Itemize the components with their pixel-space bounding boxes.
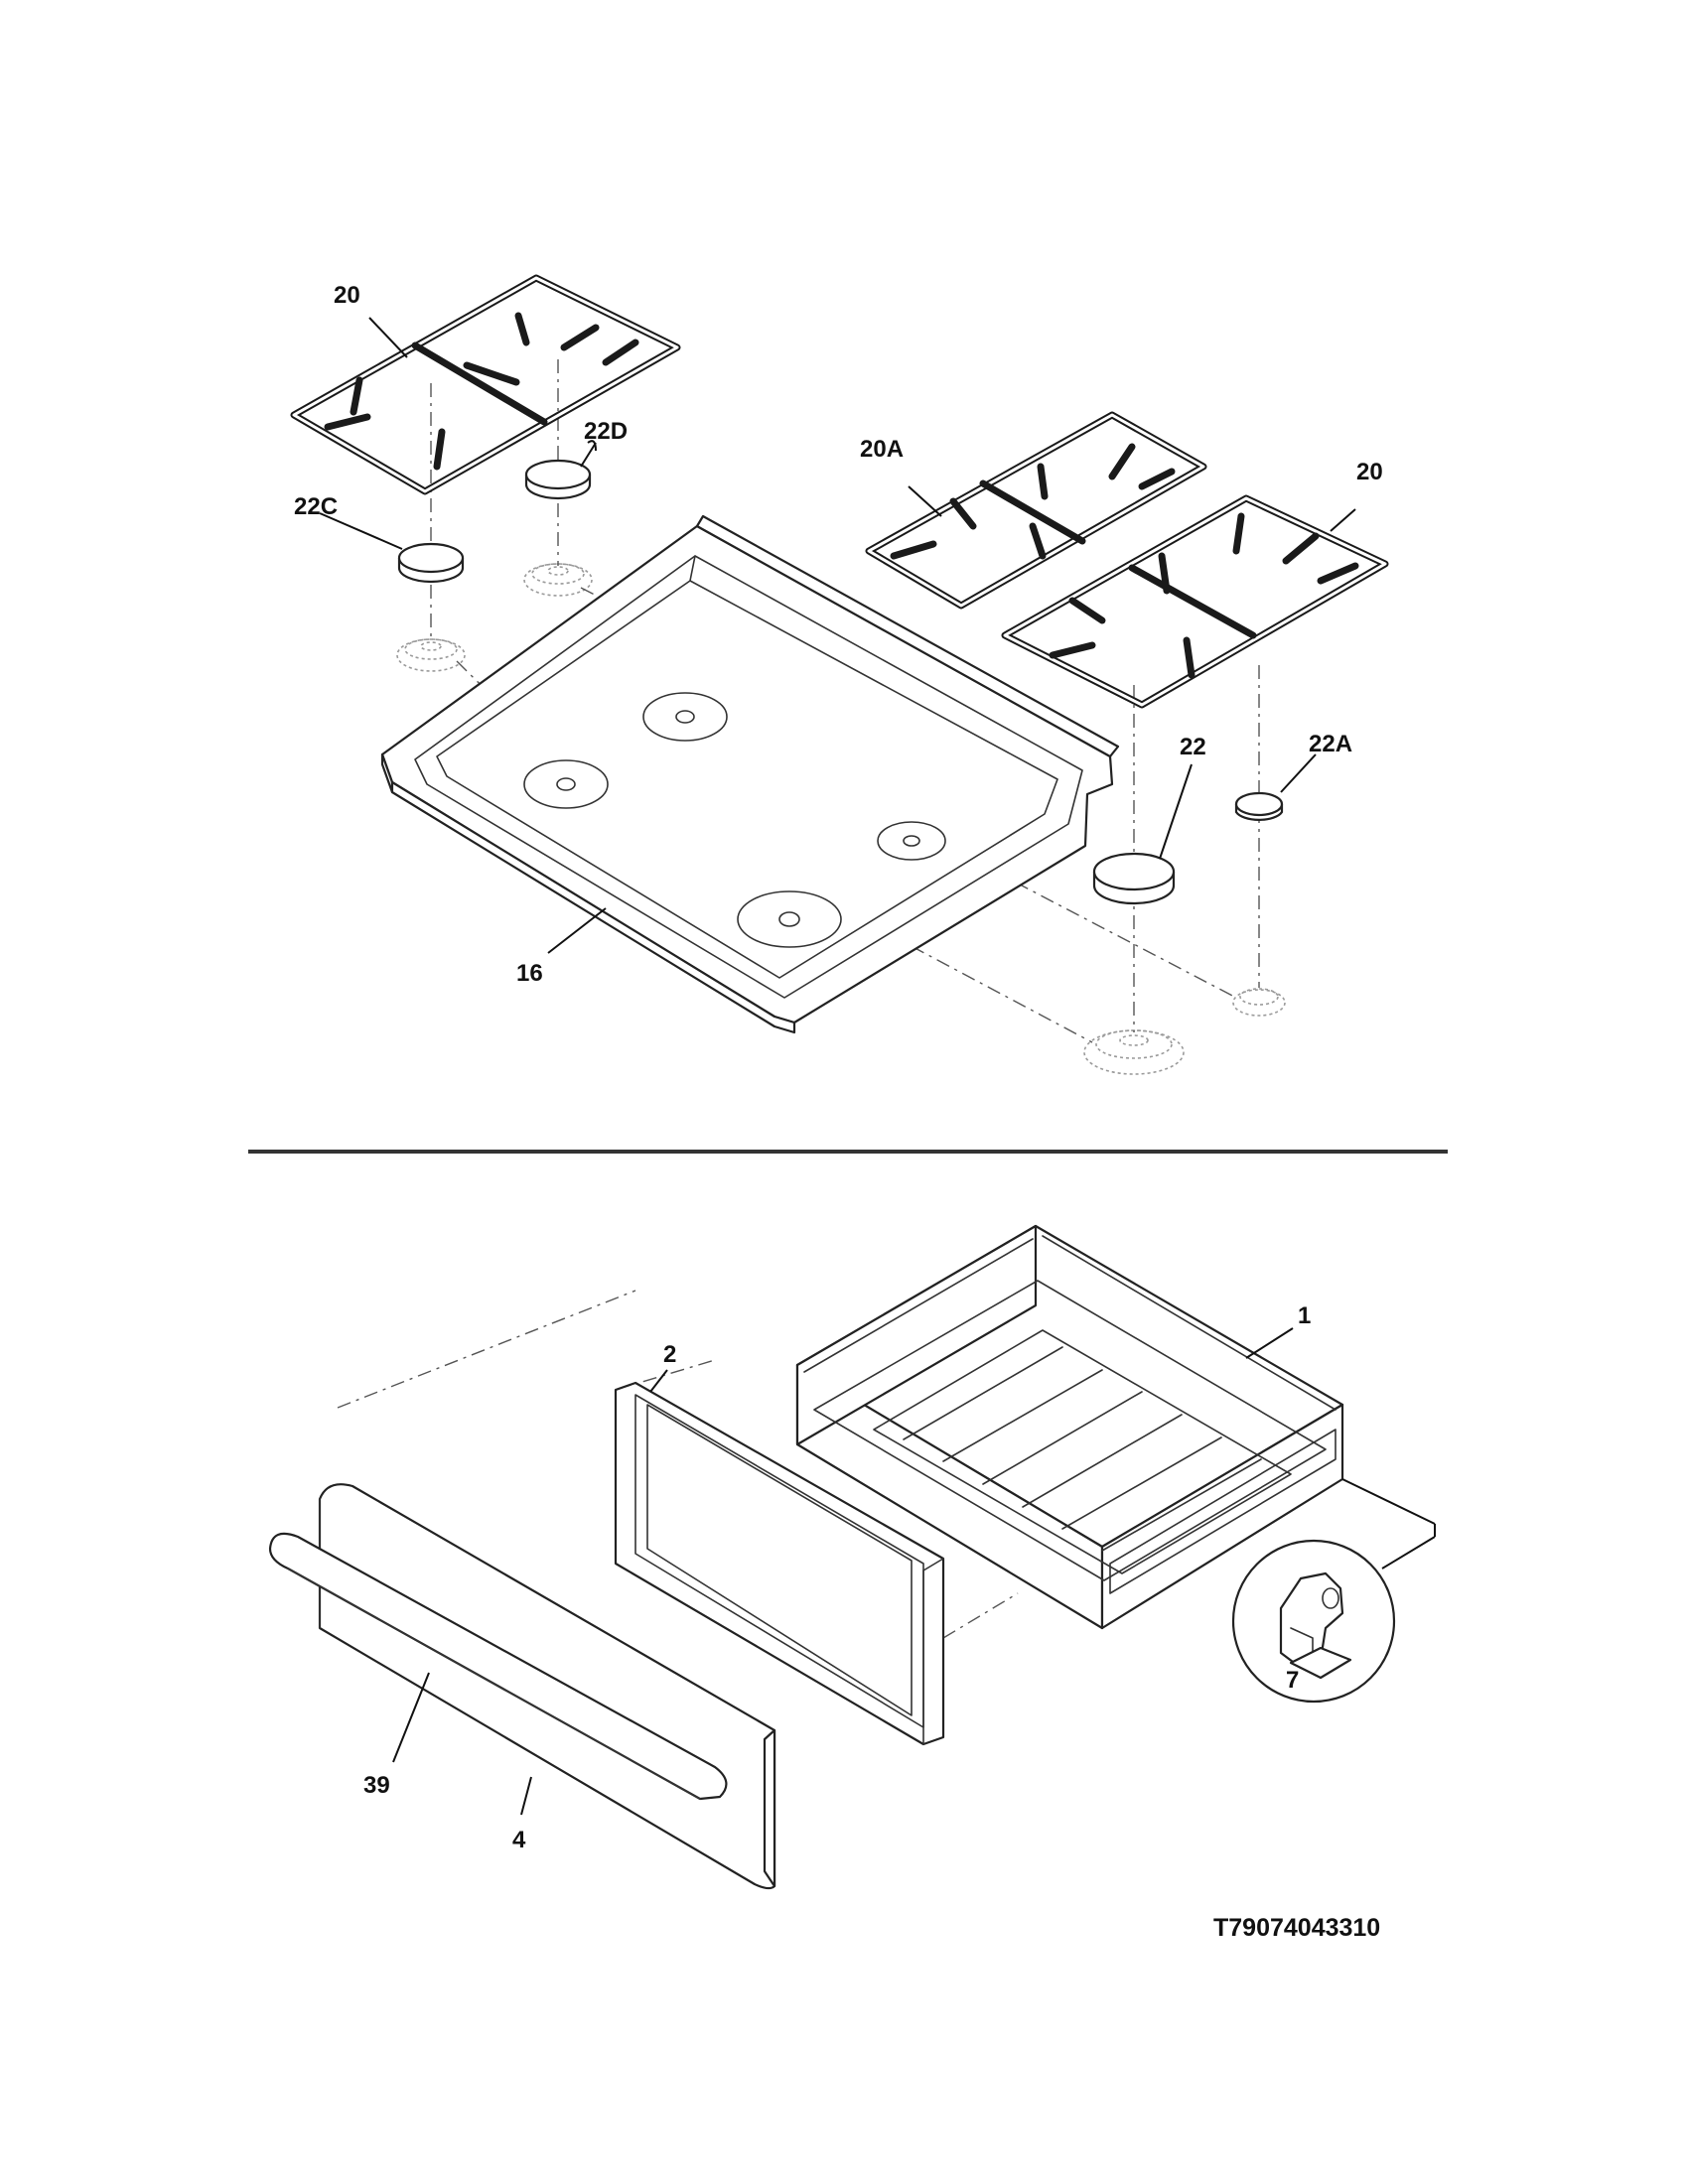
callout-22a: 22A (1309, 731, 1352, 757)
grate-20-right (1001, 494, 1389, 709)
callout-20a: 20A (860, 436, 904, 463)
cooktop-assembly (290, 274, 1389, 1075)
drawer-assembly (268, 1224, 1436, 1890)
drawer-panel-2 (614, 1381, 945, 1746)
callout-1: 1 (1298, 1302, 1311, 1329)
drawer-handle-39 (268, 1532, 728, 1801)
burner-cap-22a (1234, 791, 1284, 821)
burner-base-ghost-right-front (1083, 1029, 1185, 1075)
grate-20-left (290, 274, 681, 495)
callout-20-right: 20 (1356, 459, 1383, 485)
callout-22d: 22D (584, 418, 628, 445)
callout-2: 2 (663, 1341, 676, 1368)
diagram-code: T79074043310 (1213, 1914, 1380, 1942)
callout-39: 39 (363, 1772, 390, 1799)
drawer-body-1 (795, 1224, 1344, 1630)
drawer-slide-detail-7 (1231, 1478, 1436, 1704)
callout-20-left: 20 (334, 282, 360, 309)
leader-lines-bottom (392, 1327, 1294, 1816)
callout-labels: 20 22D 22C 20A 20 22 22A 16 1 2 7 39 4 T… (294, 282, 1383, 1942)
burner-cap-22d (524, 459, 592, 500)
callout-4: 4 (512, 1827, 526, 1853)
burner-cap-22 (1092, 852, 1176, 905)
burner-base-ghost-left-front (396, 638, 466, 672)
callout-7: 7 (1286, 1667, 1299, 1694)
grate-20a-middle (865, 411, 1207, 610)
callout-16: 16 (516, 960, 543, 987)
burner-base-ghost-left-rear (523, 563, 593, 597)
burner-base-ghost-right-rear (1232, 988, 1286, 1017)
burner-cap-22c (397, 542, 465, 584)
callout-22c: 22C (294, 493, 338, 520)
callout-22: 22 (1180, 734, 1206, 760)
leader-lines-top (319, 317, 1356, 954)
cooktop-16 (380, 514, 1120, 1034)
